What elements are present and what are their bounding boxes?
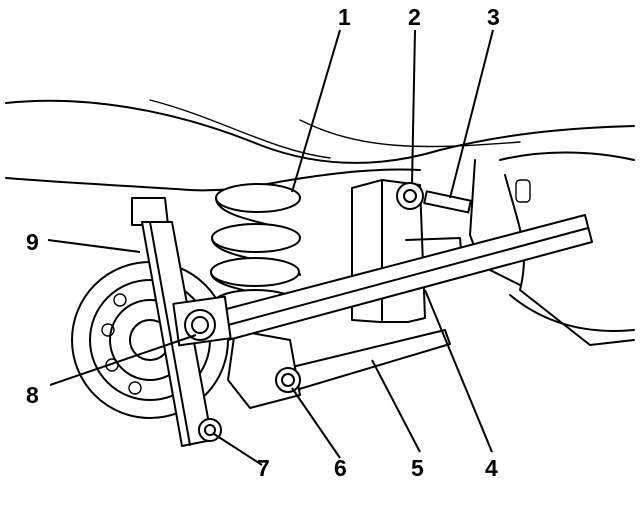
callout-9: 9 xyxy=(26,229,39,255)
leader-5 xyxy=(371,359,421,453)
leader-2 xyxy=(411,29,416,185)
callout-1: 1 xyxy=(338,4,351,30)
leader-8 xyxy=(49,334,197,386)
upper-bolt xyxy=(396,182,472,214)
callout-4: 4 xyxy=(485,455,498,481)
shock-lower-bolt xyxy=(198,418,222,442)
vehicle-body xyxy=(5,99,635,192)
leader-3 xyxy=(449,29,494,199)
callout-5: 5 xyxy=(411,455,424,481)
callout-8: 8 xyxy=(26,382,39,408)
link-bolt xyxy=(275,367,301,393)
lower-control-link xyxy=(227,329,451,409)
shock-upper-bolt xyxy=(184,309,216,341)
callout-2: 2 xyxy=(408,4,421,30)
callout-labels: 1 2 3 4 5 6 7 8 9 xyxy=(26,4,500,481)
leader-7 xyxy=(213,433,263,466)
callout-7: 7 xyxy=(257,455,270,481)
leader-6 xyxy=(291,387,341,459)
callout-6: 6 xyxy=(334,455,347,481)
leader-lines xyxy=(47,29,494,466)
leader-1 xyxy=(291,29,341,193)
callout-3: 3 xyxy=(487,4,500,30)
leader-9 xyxy=(47,239,141,253)
leader-4 xyxy=(424,289,493,453)
